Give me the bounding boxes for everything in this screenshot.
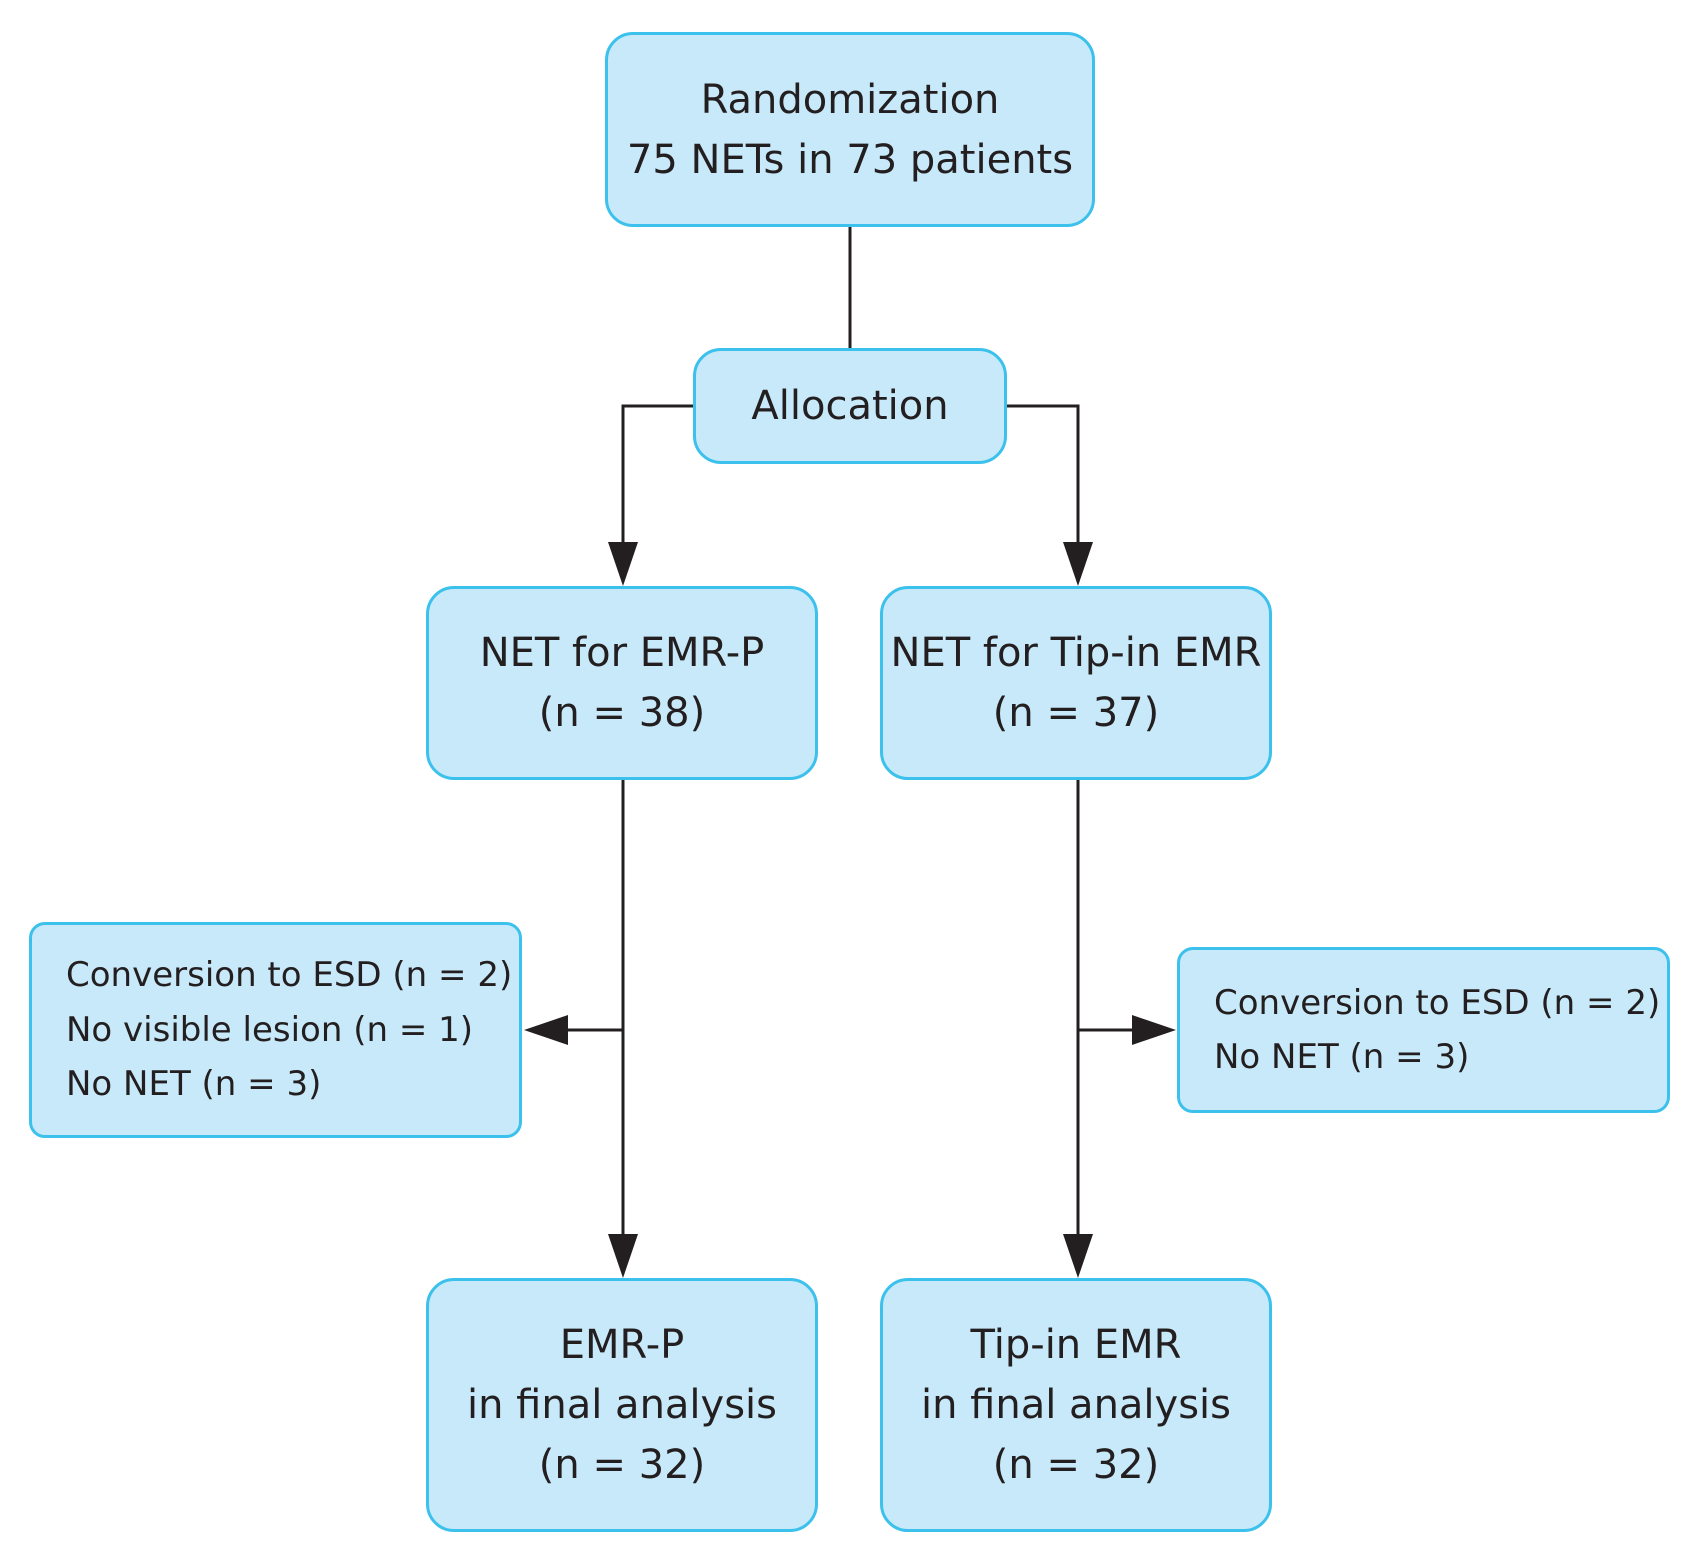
exclusion-item: Conversion to ESD (n = 2) [66, 955, 513, 996]
final-emrp-count: (n = 32) [538, 1442, 706, 1488]
final-tipin-subtitle: in final analysis [920, 1382, 1232, 1428]
allocation-label: Allocation [751, 383, 949, 429]
exclusion-item: Conversion to ESD (n = 2) [1214, 982, 1661, 1023]
net-emrp-count: (n = 38) [538, 690, 706, 736]
net-tipin-box: NET for Tip-in EMR (n = 37) [880, 586, 1272, 780]
final-emrp-box: EMR-P in final analysis (n = 32) [426, 1278, 818, 1532]
final-tipin-count: (n = 32) [992, 1442, 1160, 1488]
net-tipin-title: NET for Tip-in EMR [890, 630, 1262, 676]
arrowhead-to-final-tipin [1063, 1234, 1093, 1278]
connector-allocation-right [1007, 404, 1080, 548]
exclusion-item: No NET (n = 3) [1214, 1037, 1470, 1077]
final-tipin-title: Tip-in EMR [970, 1322, 1182, 1368]
arrowhead-to-exclusion-right [1132, 1015, 1176, 1045]
connector-allocation-left [621, 404, 693, 548]
arrowhead-to-exclusion-left [524, 1015, 568, 1045]
net-emrp-box: NET for EMR-P (n = 38) [426, 586, 818, 780]
arrowhead-to-net-emrp [608, 542, 638, 586]
randomization-box: Randomization 75 NETs in 73 patients [605, 32, 1095, 227]
tipin-exclusion-box: Conversion to ESD (n = 2) No NET (n = 3) [1177, 947, 1670, 1113]
arrowhead-to-net-tipin [1063, 542, 1093, 586]
randomization-count: 75 NETs in 73 patients [626, 136, 1074, 183]
net-tipin-count: (n = 37) [992, 690, 1160, 736]
final-emrp-title: EMR-P [559, 1322, 685, 1368]
allocation-box: Allocation [693, 348, 1007, 464]
net-emrp-title: NET for EMR-P [479, 630, 765, 676]
emrp-exclusion-box: Conversion to ESD (n = 2) No visible les… [29, 922, 522, 1138]
final-emrp-subtitle: in final analysis [466, 1382, 778, 1428]
exclusion-item: No NET (n = 3) [66, 1064, 322, 1105]
randomization-title: Randomization [700, 76, 1000, 123]
exclusion-item: No visible lesion (n = 1) [66, 1009, 474, 1050]
final-tipin-box: Tip-in EMR in final analysis (n = 32) [880, 1278, 1272, 1532]
arrowhead-to-final-emrp [608, 1234, 638, 1278]
